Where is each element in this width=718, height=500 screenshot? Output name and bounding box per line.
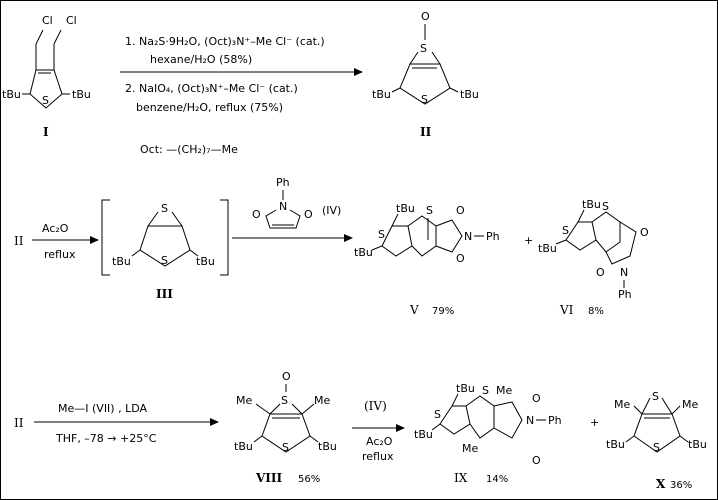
reagent-ac2o: Ac₂O	[42, 222, 69, 235]
tbu-label: tBu	[354, 246, 373, 259]
compound-label-II: II	[420, 125, 432, 139]
ph-label: Ph	[548, 414, 562, 427]
s-bridge-label: S	[482, 384, 489, 397]
tbu-label: tBu	[2, 88, 21, 101]
s-atom-label: S	[161, 202, 168, 215]
reagent-label-IV: (IV)	[364, 399, 387, 413]
me-label: Me	[614, 398, 630, 411]
s-atom-label: S	[420, 42, 427, 55]
plus-sign: +	[590, 416, 599, 429]
s-atom-label: S	[282, 441, 289, 454]
compound-label-II-ref: II	[14, 234, 24, 248]
condition-step2: 2. NaIO₄, (Oct)₃N⁺–Me Cl⁻ (cat.)	[125, 82, 298, 95]
cl-label: Cl	[42, 14, 53, 27]
n-atom-label: N	[526, 414, 534, 427]
compound-IX: tBu S tBu S Me Me O O N Ph IX 14%	[414, 382, 562, 485]
o-atom-label: O	[532, 392, 541, 405]
me-label: Me	[462, 442, 478, 455]
tbu-label: tBu	[538, 242, 557, 255]
compound-X: Me Me S tBu tBu S X 36%	[606, 390, 707, 491]
compound-label-V: V	[409, 303, 419, 317]
tbu-label: tBu	[460, 88, 479, 101]
o-atom-label: O	[596, 266, 605, 279]
condition-reflux: reflux	[362, 450, 394, 463]
n-atom-label: N	[464, 230, 472, 243]
o-atom-label: O	[456, 204, 465, 217]
s-atom-label: S	[161, 254, 168, 267]
tbu-label: tBu	[582, 198, 601, 211]
s-atom-label: S	[652, 390, 659, 403]
cl-label: Cl	[66, 14, 77, 27]
reagent-ac2o: Ac₂O	[366, 435, 393, 448]
s-bridge-label: S	[602, 200, 609, 213]
condition-reflux: reflux	[44, 248, 76, 261]
tbu-label: tBu	[112, 255, 131, 268]
condition-step1: 1. Na₂S·9H₂O, (Oct)₃N⁺–Me Cl⁻ (cat.)	[125, 35, 325, 48]
compound-III: S tBu tBu S III	[101, 199, 229, 301]
condition-solvent2: benzene/H₂O, reflux (75%)	[136, 101, 283, 114]
compound-label-II-ref: II	[14, 416, 24, 430]
compound-V: tBu S tBu S O O N Ph V 79%	[354, 202, 500, 317]
ph-label: Ph	[486, 230, 500, 243]
o-atom-label: O	[532, 454, 541, 467]
tbu-label: tBu	[414, 428, 433, 441]
tbu-label: tBu	[318, 440, 337, 453]
s-atom-label: S	[378, 228, 385, 241]
me-label: Me	[682, 398, 698, 411]
tbu-label: tBu	[396, 202, 415, 215]
s-atom-label: S	[281, 394, 288, 407]
tbu-label: tBu	[72, 88, 91, 101]
compound-II: O S tBu tBu S II	[372, 10, 479, 139]
yield-V: 79%	[432, 306, 454, 317]
condition-solvent1: hexane/H₂O (58%)	[150, 53, 252, 66]
compound-I: Cl Cl tBu tBu S I	[2, 14, 91, 139]
s-atom-label: S	[434, 408, 441, 421]
compound-label-VIII: VIII	[255, 471, 283, 485]
compound-label-III: III	[156, 287, 173, 301]
me-label: Me	[314, 394, 330, 407]
s-bridge-label: S	[426, 204, 433, 217]
tbu-label: tBu	[606, 438, 625, 451]
tbu-label: tBu	[234, 440, 253, 453]
o-atom-label: O	[640, 226, 649, 239]
me-label: Me	[236, 394, 252, 407]
plus-sign: +	[524, 234, 533, 247]
compound-label-X: X	[656, 477, 666, 491]
o-atom-label: O	[282, 370, 291, 383]
o-atom-label: O	[421, 10, 430, 23]
s-atom-label: S	[562, 224, 569, 237]
tbu-label: tBu	[372, 88, 391, 101]
n-atom-label: N	[620, 266, 628, 279]
s-atom-label: S	[421, 93, 428, 106]
s-atom-label: S	[653, 441, 660, 454]
compound-label-VI: VI	[559, 303, 574, 317]
o-atom-label: O	[456, 252, 465, 265]
compound-label-IX: IX	[454, 471, 468, 485]
tbu-label: tBu	[688, 438, 707, 451]
condition-thf: THF, –78 → +25°C	[55, 432, 157, 445]
compound-IV: Ph N O O (IV)	[252, 176, 341, 229]
reagent-label-IV: (IV)	[322, 204, 341, 217]
tbu-label: tBu	[456, 382, 475, 395]
compound-VI: tBu S tBu S O O N Ph VI 8%	[538, 198, 649, 317]
o-atom-label: O	[252, 208, 261, 221]
n-atom-label: N	[279, 200, 287, 213]
ph-label: Ph	[618, 288, 632, 301]
compound-label-I: I	[43, 125, 49, 139]
yield-IX: 14%	[486, 474, 508, 485]
compound-VIII: O S Me Me tBu tBu S VIII 56%	[234, 370, 337, 485]
ph-label: Ph	[276, 176, 290, 189]
reagent-mei-lda: Me—I (VII) , LDA	[58, 402, 147, 415]
oct-definition: Oct: —(CH₂)₇—Me	[140, 143, 238, 156]
yield-VI: 8%	[588, 306, 604, 317]
o-atom-label: O	[304, 208, 313, 221]
yield-X: 36%	[670, 480, 692, 491]
s-atom-label: S	[42, 94, 49, 107]
yield-VIII: 56%	[298, 474, 320, 485]
me-label: Me	[496, 384, 512, 397]
tbu-label: tBu	[196, 255, 215, 268]
